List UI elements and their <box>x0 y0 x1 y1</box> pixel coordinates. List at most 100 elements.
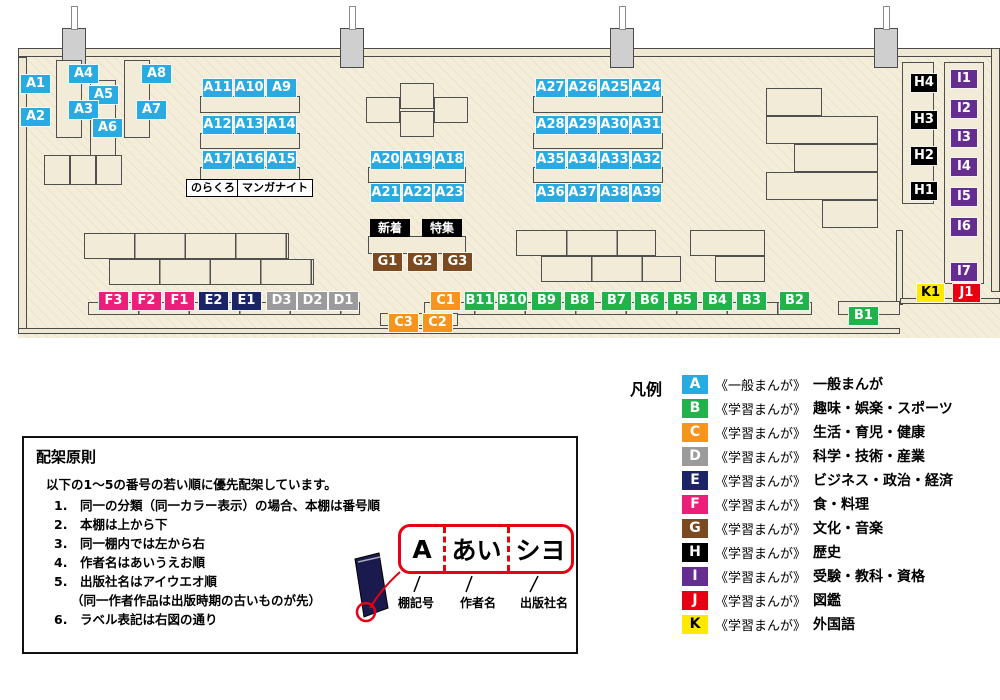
shelf-marker-f3: F3 <box>98 291 129 311</box>
shelf-marker-b7: B7 <box>601 291 632 311</box>
shelf-marker-a22: A22 <box>402 183 433 203</box>
legend-category: 文化・音楽 <box>813 521 884 537</box>
wall-segment <box>900 298 1000 304</box>
annotation-shelf-code: 棚記号 <box>398 596 435 610</box>
shelf-marker-a16: A16 <box>234 150 265 170</box>
shelf-marker-a3: A3 <box>68 100 99 120</box>
shelf-marker-a14: A14 <box>266 115 297 135</box>
legend-category: 受験・教科・資格 <box>813 569 926 585</box>
legend-scope: 《学習まんが》 <box>715 426 807 442</box>
legend-item-j: J《学習まんが》図鑑 <box>682 590 953 610</box>
shelf-marker-h2: H2 <box>910 146 938 166</box>
legend-item-d: D《学習まんが》科学・技術・産業 <box>682 446 953 466</box>
shelf-block <box>766 88 822 116</box>
shelf-marker-f1: F1 <box>164 291 195 311</box>
shelf-block <box>766 116 878 144</box>
legend-category: 生活・育児・健康 <box>813 425 926 441</box>
pillar <box>610 28 634 68</box>
shelf-block <box>715 256 765 282</box>
shelf-marker-g2: G2 <box>407 252 438 272</box>
principles-intro: 以下の1～5の番号の若い順に優先配架しています。 <box>46 477 337 492</box>
shelf-marker-k1: K1 <box>916 283 945 303</box>
legend-scope: 《学習まんが》 <box>715 618 807 634</box>
map-sign: のらくろ <box>186 179 240 197</box>
shelf-block <box>533 167 663 183</box>
legend-color-tile-k: K <box>682 614 708 634</box>
shelf-marker-a15: A15 <box>266 150 297 170</box>
shelf-block <box>434 97 468 123</box>
shelf-block <box>200 133 300 149</box>
legend-item-f: F《学習まんが》食・料理 <box>682 494 953 514</box>
shelf-marker-b10: B10 <box>497 291 528 311</box>
shelf-marker-a37: A37 <box>567 183 598 203</box>
shelf-block <box>70 155 96 185</box>
shelf-marker-j1: J1 <box>952 283 981 303</box>
legend-item-a: A《一般まんが》一般まんが <box>682 374 953 394</box>
wall-segment <box>18 57 27 334</box>
legend-color-tile-i: I <box>682 566 708 586</box>
shelf-marker-a13: A13 <box>234 115 265 135</box>
legend-category: 一般まんが <box>813 377 884 393</box>
shelf-marker-b11: B11 <box>464 291 495 311</box>
wall-segment <box>991 48 1000 292</box>
legend-scope: 《学習まんが》 <box>715 570 807 586</box>
wall-stub <box>71 6 78 30</box>
legend-category: 図鑑 <box>813 593 842 609</box>
legend-item-e: E《学習まんが》ビジネス・政治・経済 <box>682 470 953 490</box>
shelf-marker-a17: A17 <box>202 150 233 170</box>
shelf-marker-a29: A29 <box>567 115 598 135</box>
shelf-marker-b6: B6 <box>634 291 665 311</box>
shelf-block <box>200 96 300 113</box>
shelf-marker-e2: E2 <box>198 291 229 311</box>
shelf-marker-i4: I4 <box>950 157 978 177</box>
legend-scope: 《一般まんが》 <box>715 378 807 394</box>
shelf-marker-e1: E1 <box>231 291 262 311</box>
legend-item-k: K《学習まんが》外国語 <box>682 614 953 634</box>
shelf-marker-b4: B4 <box>702 291 733 311</box>
shelf-marker-a10: A10 <box>234 78 265 98</box>
shelf-block <box>794 144 878 172</box>
principle-rule-5: 5. 出版社名はアイウエオ順 <box>54 574 217 589</box>
shelf-marker-i6: I6 <box>950 217 978 237</box>
legend-color-tile-f: F <box>682 494 708 514</box>
principle-rule-6: 6. ラベル表記は右図の通り <box>54 612 218 627</box>
shelf-marker-a28: A28 <box>535 115 566 135</box>
shelf-marker-a4: A4 <box>68 64 99 84</box>
shelf-marker-c2: C2 <box>422 313 453 333</box>
shelf-block <box>541 256 681 282</box>
spine-label-example: A あい シヨ <box>398 524 574 574</box>
shelf-marker-g1: G1 <box>372 252 403 272</box>
shelf-block <box>766 172 878 200</box>
wall-stub <box>349 6 356 30</box>
shelf-marker-i5: I5 <box>950 187 978 207</box>
principle-rule-5-note: （同一作者作品は出版時期の古いものが先） <box>71 593 322 608</box>
legend-item-i: I 《学習まんが》受験・教科・資格 <box>682 566 953 586</box>
shelf-marker-a31: A31 <box>631 115 662 135</box>
principle-rule-1: 1. 同一の分類（同一カラー表示）の場合、本棚は番号順 <box>54 498 380 513</box>
shelf-marker-d2: D2 <box>297 291 328 311</box>
shelf-block <box>533 133 663 149</box>
shelf-marker-a24: A24 <box>631 78 662 98</box>
legend-item-g: G《学習まんが》文化・音楽 <box>682 518 953 538</box>
legend-scope: 《学習まんが》 <box>715 546 807 562</box>
shelf-marker-a8: A8 <box>141 64 172 84</box>
shelf-marker-a11: A11 <box>202 78 233 98</box>
shelf-marker-a26: A26 <box>567 78 598 98</box>
shelf-marker-i2: I2 <box>950 99 978 119</box>
legend-color-tile-b: B <box>682 398 708 418</box>
shelf-marker-i3: I3 <box>950 128 978 148</box>
legend-color-tile-j: J <box>682 590 708 610</box>
shelf-marker-a6: A6 <box>92 118 123 138</box>
shelf-marker-c1: C1 <box>430 291 461 311</box>
shelf-block <box>96 155 122 185</box>
legend-scope: 《学習まんが》 <box>715 402 807 418</box>
shelf-marker-b9: B9 <box>531 291 562 311</box>
shelf-marker-a12: A12 <box>202 115 233 135</box>
legend-color-tile-g: G <box>682 518 708 538</box>
shelf-marker-h1: H1 <box>910 181 938 201</box>
shelf-marker-a27: A27 <box>535 78 566 98</box>
book-illustration <box>342 550 396 626</box>
